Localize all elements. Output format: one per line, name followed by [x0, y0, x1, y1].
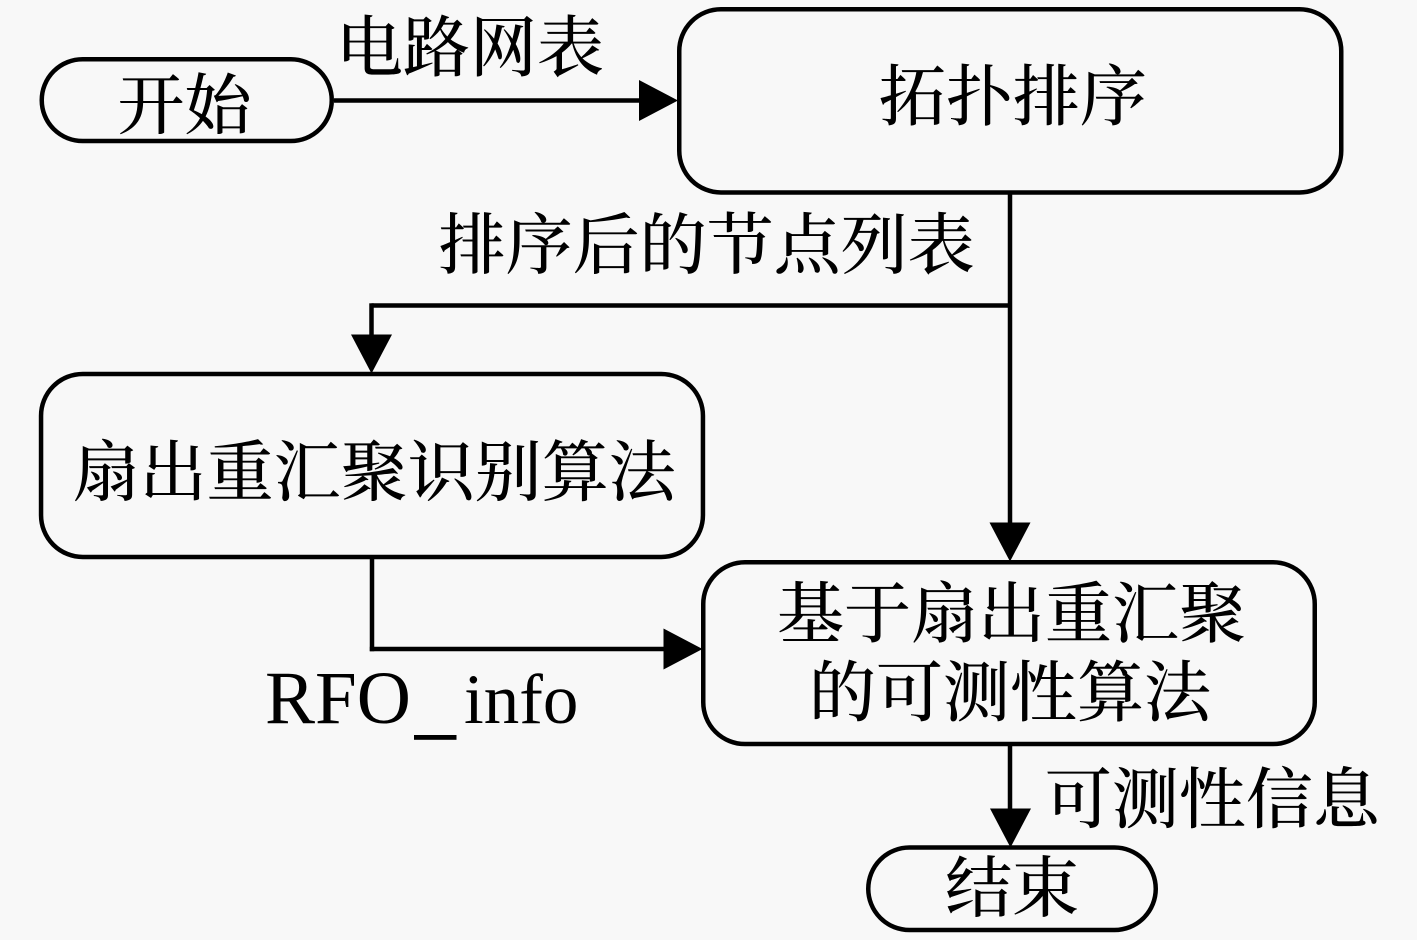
svg-text:info: info	[464, 661, 578, 739]
svg-text:RFO: RFO	[265, 657, 411, 740]
